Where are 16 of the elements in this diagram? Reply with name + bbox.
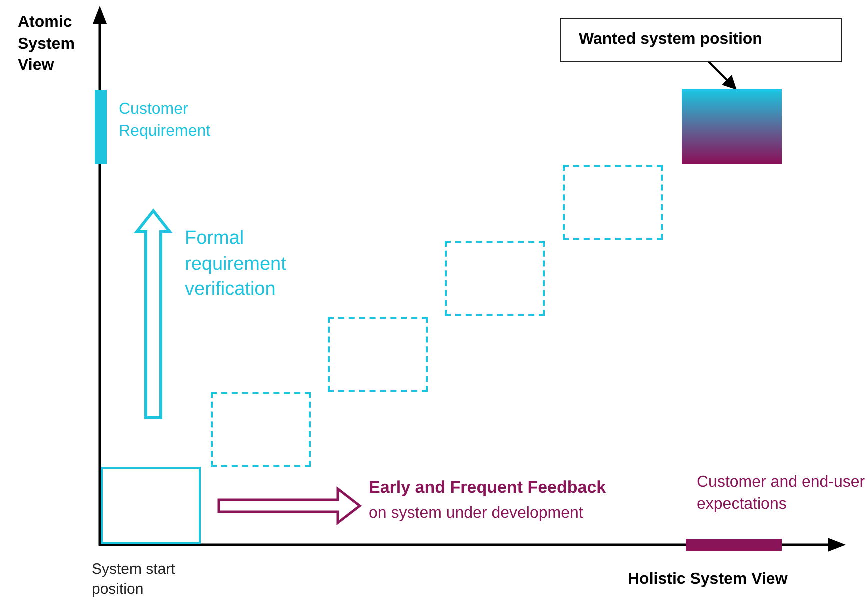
target-square (682, 89, 782, 164)
axis-title: Holistic System View (628, 570, 789, 590)
expectations-label: Customer and end-user expectations (697, 473, 866, 515)
step-box (328, 317, 428, 392)
step-box (211, 392, 311, 467)
step-box (563, 165, 663, 240)
arrow-label: Early and Frequent Feedback (369, 477, 608, 499)
arrow-label: Formal requirement verification (185, 227, 288, 302)
node-caption: System start position (92, 560, 176, 599)
arrow-sublabel: on system under development (369, 504, 584, 524)
step-box (445, 241, 545, 316)
requirement-label: Customer Requirement (119, 100, 212, 142)
start-box (101, 467, 201, 544)
axis-title: Atomic System View (18, 13, 76, 76)
position-box: Wanted system position (560, 18, 842, 62)
arrow (708, 61, 737, 90)
